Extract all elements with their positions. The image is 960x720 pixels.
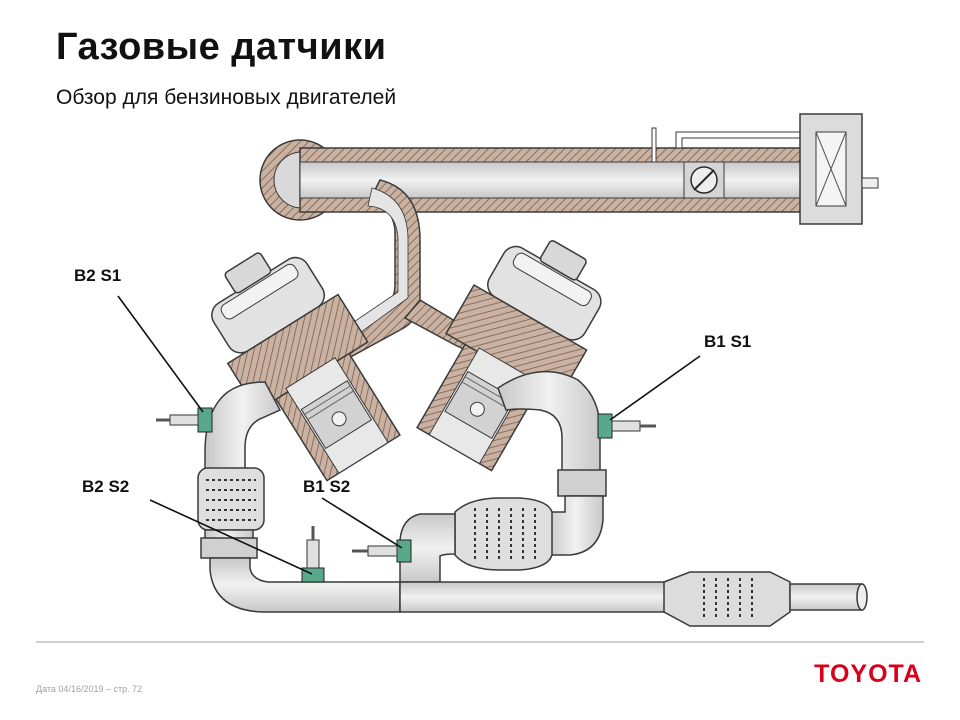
sensor-b1s2: [352, 539, 412, 563]
label-b1s2: B1 S2: [303, 477, 351, 496]
cylinder-bank-left: [211, 252, 401, 482]
label-b2s2: B2 S2: [82, 477, 130, 496]
sensor-b2s2: [301, 526, 325, 583]
label-b1s1: B1 S1: [704, 332, 752, 351]
footer-date-page: Дата 04/16/2019 – стр. 72: [36, 684, 143, 694]
label-b2s1: B2 S1: [74, 266, 122, 285]
sensor-b1s1: [597, 413, 656, 439]
cylinder-bank-right: [416, 240, 602, 472]
exhaust-system: [197, 370, 868, 627]
footer-divider: [36, 641, 924, 643]
page-title: Газовые датчики: [56, 26, 387, 68]
page-subtitle: Обзор для бензиновых двигателей: [56, 86, 397, 109]
sensor-b2s1: [156, 407, 213, 433]
intake-manifold: [259, 113, 879, 369]
leader-lines: [117, 295, 701, 575]
brand-logo: TOYOTA: [814, 660, 922, 688]
